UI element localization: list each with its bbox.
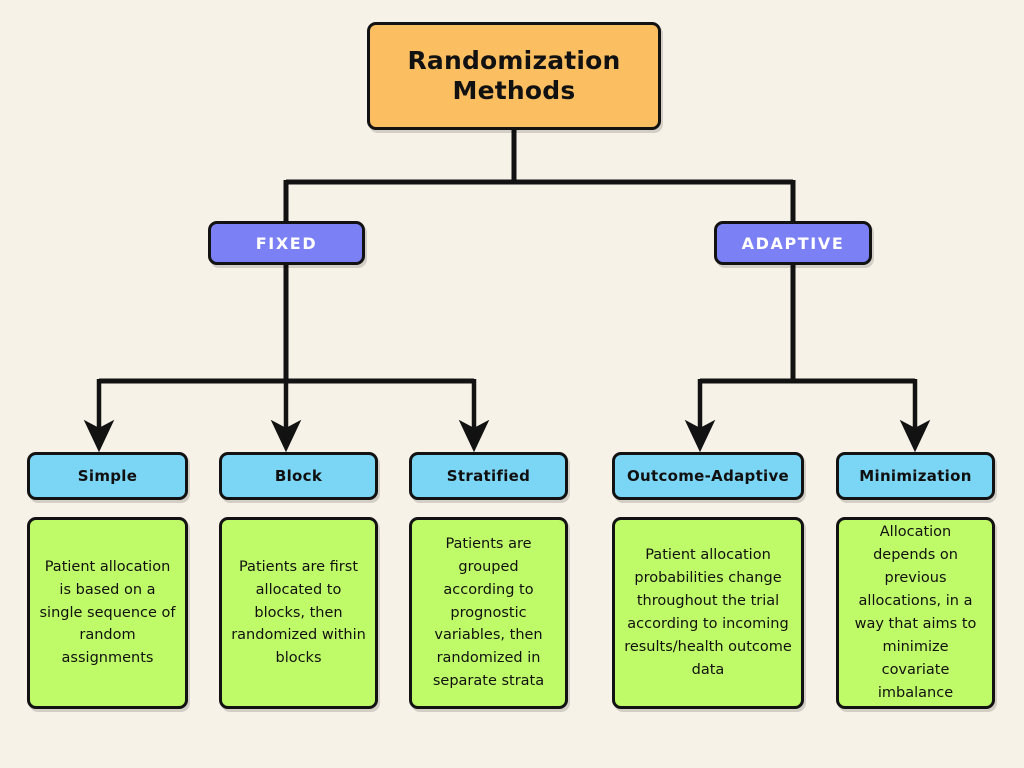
method-description-outcome-adaptive: Patient allocation probabilities change … bbox=[612, 517, 804, 709]
method-description-block-text: Patients are first allocated to blocks, … bbox=[231, 558, 366, 667]
method-header-stratified[interactable]: Stratified bbox=[409, 452, 568, 500]
method-description-stratified-text: Patients are grouped according to progno… bbox=[432, 535, 545, 690]
method-description-simple: Patient allocation is based on a single … bbox=[27, 517, 188, 709]
root-node-randomization-methods[interactable]: Randomization Methods bbox=[367, 22, 661, 130]
method-header-simple-label: Simple bbox=[77, 467, 138, 485]
branch-node-adaptive-label: ADAPTIVE bbox=[741, 233, 845, 253]
method-header-block[interactable]: Block bbox=[219, 452, 378, 500]
branch-node-fixed[interactable]: FIXED bbox=[208, 221, 365, 265]
method-header-stratified-label: Stratified bbox=[446, 467, 531, 485]
branch-node-fixed-label: FIXED bbox=[255, 233, 318, 253]
method-header-outcome-adaptive-label: Outcome-Adaptive bbox=[626, 467, 790, 485]
method-header-minimization-label: Minimization bbox=[859, 467, 972, 485]
branch-node-adaptive[interactable]: ADAPTIVE bbox=[714, 221, 872, 265]
method-description-minimization-text: Allocation depends on previous allocatio… bbox=[854, 524, 977, 701]
method-header-block-label: Block bbox=[274, 467, 323, 485]
method-description-block: Patients are first allocated to blocks, … bbox=[219, 517, 378, 709]
root-node-label: Randomization Methods bbox=[407, 45, 621, 106]
method-header-outcome-adaptive[interactable]: Outcome-Adaptive bbox=[612, 452, 804, 500]
method-description-stratified: Patients are grouped according to progno… bbox=[409, 517, 568, 709]
method-description-minimization: Allocation depends on previous allocatio… bbox=[836, 517, 995, 709]
method-header-simple[interactable]: Simple bbox=[27, 452, 188, 500]
method-description-simple-text: Patient allocation is based on a single … bbox=[39, 558, 176, 667]
method-description-outcome-adaptive-text: Patient allocation probabilities change … bbox=[624, 547, 792, 678]
method-header-minimization[interactable]: Minimization bbox=[836, 452, 995, 500]
